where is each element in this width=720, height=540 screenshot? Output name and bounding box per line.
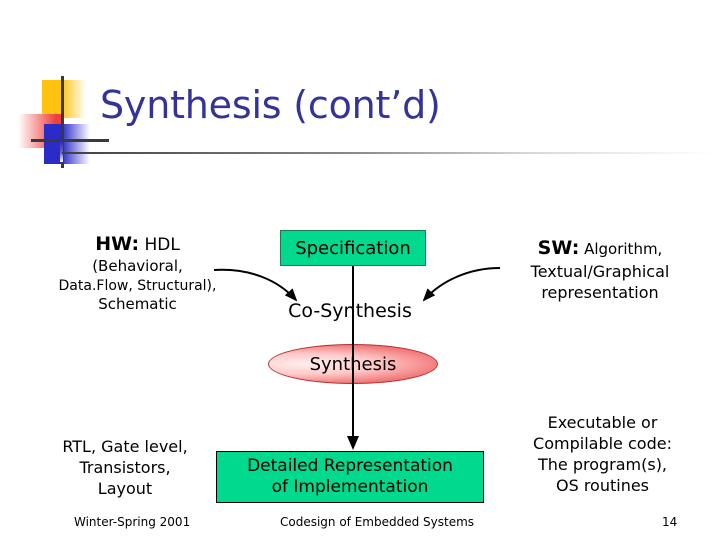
hw-line-4: Schematic [98,295,177,314]
title-rule-cap [60,140,63,162]
hw-output-description: RTL, Gate level, Transistors, Layout [20,436,230,499]
hw-output-line-1: RTL, Gate level, [62,437,188,456]
hw-lead-rest: HDL [139,235,180,255]
logo-yellow-square [42,80,86,118]
footer-page-number: 14 [662,515,678,529]
sw-output-line-1: Executable or [547,413,658,432]
hw-line-3: Data.Flow, Structural), [58,277,217,294]
hw-output-line-3: Layout [97,479,153,499]
sw-lead-label: SW: [537,237,580,259]
sw-output-description: Executable or Compilable code: The progr… [495,412,710,496]
logo-horizontal-line [31,139,109,142]
sw-output-line-2: Compilable code: [533,434,672,454]
title-divider-rule [62,152,714,154]
footer-course-title: Codesign of Embedded Systems [280,515,475,529]
powerpoint-logo-decoration [18,76,109,168]
logo-blue-square [44,124,90,164]
hw-input-description: HW: HDL (Behavioral, Data.Flow, Structur… [30,232,245,315]
hw-lead-label: HW: [95,233,140,255]
page-title: Synthesis (cont’d) [100,83,441,127]
hw-line-1: HW: HDL [30,232,245,257]
sw-line-1: SW: Algorithm, [500,236,700,261]
sw-output-line-4: OS routines [555,476,650,496]
sw-line-2: Textual/Graphical [530,262,670,282]
co-synthesis-label: Co-Synthesis [288,300,412,322]
sw-output-line-3: The program(s), [537,455,668,475]
hw-output-line-2: Transistors, [79,458,171,478]
synthesis-ellipse: Synthesis [268,344,438,384]
specification-box: Specification [280,230,426,266]
sw-line-3: representation [541,283,659,303]
detail-box-line-2: of Implementation [271,477,429,497]
footer-date: Winter-Spring 2001 [74,515,191,529]
hw-line-2: (Behavioral, [92,257,183,276]
detail-box-line-1: Detailed Representation [247,455,453,476]
logo-vertical-line [61,76,64,168]
sw-input-description: SW: Algorithm, Textual/Graphical represe… [500,236,700,303]
detailed-representation-box: Detailed Representation of Implementatio… [216,451,484,503]
sw-lead-rest: Algorithm, [579,240,663,258]
